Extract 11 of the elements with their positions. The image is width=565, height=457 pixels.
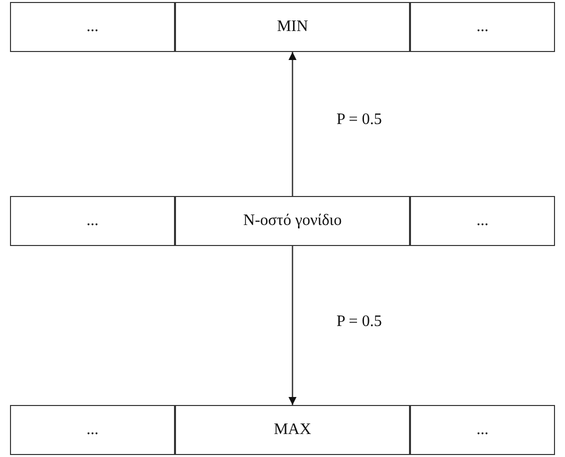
table-cell: ... xyxy=(410,2,555,52)
table-cell: MAX xyxy=(175,405,410,455)
arrow xyxy=(288,246,296,405)
table-cell: ... xyxy=(410,196,555,246)
table-cell: ... xyxy=(10,196,175,246)
arrow xyxy=(288,52,296,196)
table-cell: ... xyxy=(10,405,175,455)
table-cell: N-οστό γονίδιο xyxy=(175,196,410,246)
table-cell: ... xyxy=(410,405,555,455)
table-cell: ... xyxy=(10,2,175,52)
table-cell: MIN xyxy=(175,2,410,52)
